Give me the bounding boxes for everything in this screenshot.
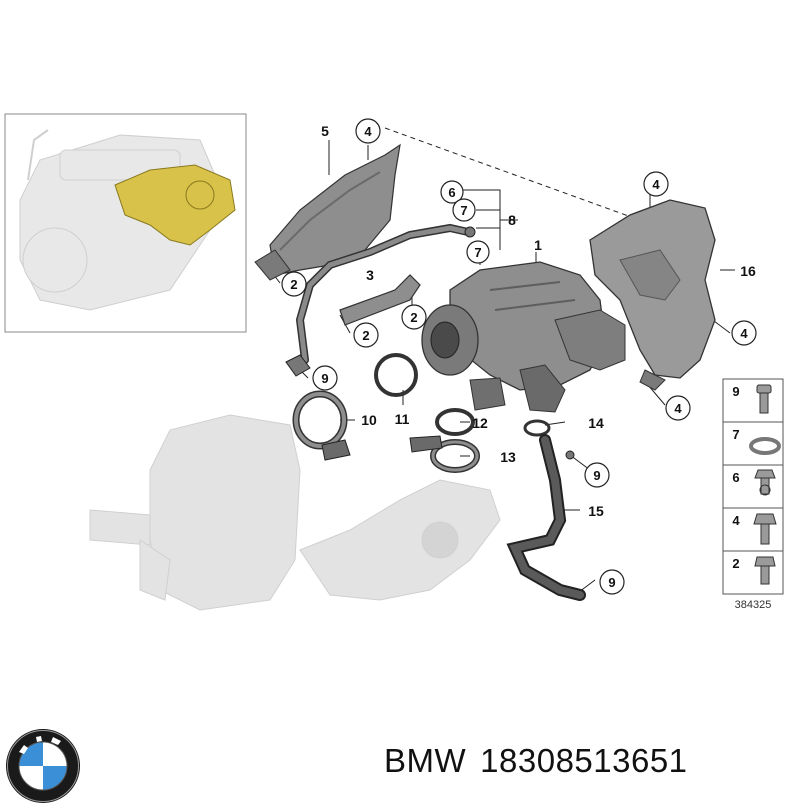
heat-shield-16	[589, 199, 716, 391]
callout-4-right-top: 4	[643, 171, 669, 197]
callout-2-bracket: 2	[353, 322, 379, 348]
callout-4-top: 4	[355, 118, 381, 144]
label-13: 13	[500, 449, 516, 465]
part-number: 18308513651	[480, 742, 688, 779]
brand-name: BMW	[384, 742, 467, 779]
callout-7-upper: 7	[452, 198, 476, 222]
ghost-exhaust	[89, 414, 501, 611]
svg-text:6: 6	[448, 185, 455, 200]
svg-text:9: 9	[732, 384, 739, 399]
clamp-10	[292, 390, 351, 461]
svg-text:7: 7	[460, 203, 467, 218]
label-12: 12	[472, 415, 488, 431]
gasket-12	[435, 408, 475, 436]
label-11: 11	[395, 411, 410, 427]
callout-7-lower: 7	[466, 240, 490, 264]
heat-shield-5	[254, 143, 401, 281]
label-1: 1	[534, 237, 542, 253]
svg-text:4: 4	[364, 124, 372, 139]
callout-4-right-low: 4	[665, 395, 691, 421]
number-labels: 5 8 1 3 16 10 11 12 14 13 15	[321, 123, 756, 519]
svg-text:2: 2	[732, 556, 739, 571]
engine-overview-inset	[4, 113, 247, 333]
svg-text:4: 4	[732, 513, 740, 528]
gasket-14	[523, 419, 551, 437]
label-15: 15	[588, 503, 604, 519]
fastener-legend: 9 7 6 4 2 384325	[722, 378, 784, 611]
legend-item-4: 4	[732, 513, 777, 545]
callout-2-bracket-right: 2	[401, 304, 427, 330]
label-16: 16	[740, 263, 756, 279]
turbocharger-1	[421, 261, 626, 413]
bracket-3	[339, 274, 421, 326]
label-10: 10	[361, 412, 377, 428]
svg-text:2: 2	[290, 277, 297, 292]
svg-text:7: 7	[732, 427, 739, 442]
highlighted-turbo	[114, 164, 236, 246]
svg-text:4: 4	[674, 401, 682, 416]
svg-text:4: 4	[652, 177, 660, 192]
gasket-11	[374, 353, 418, 397]
legend-item-7: 7	[732, 427, 781, 455]
svg-text:4: 4	[740, 326, 748, 341]
svg-text:9: 9	[608, 575, 615, 590]
label-3: 3	[366, 267, 374, 283]
diagram-reference-number: 384325	[735, 599, 772, 611]
label-14: 14	[588, 415, 604, 431]
callout-9-pipe: 9	[312, 365, 338, 391]
svg-text:9: 9	[593, 468, 600, 483]
part-caption: BMW 18308513651	[384, 742, 702, 780]
bmw-logo	[6, 729, 80, 803]
svg-text:2: 2	[362, 328, 369, 343]
svg-text:2: 2	[410, 310, 417, 325]
svg-text:6: 6	[732, 470, 739, 485]
callouts: 4 4 4 4 6 7 7 2 2 2 9 9 9	[281, 118, 757, 595]
label-8: 8	[508, 212, 516, 228]
svg-text:7: 7	[474, 245, 481, 260]
legend-item-9: 9	[732, 384, 772, 414]
callout-9-return: 9	[584, 462, 610, 488]
clamp-13	[409, 435, 480, 473]
callout-2-shield: 2	[281, 271, 307, 297]
callout-6: 6	[440, 180, 464, 204]
callout-9-bottom: 9	[599, 569, 625, 595]
svg-text:9: 9	[321, 371, 328, 386]
label-5: 5	[321, 123, 329, 139]
legend-item-2: 2	[732, 556, 776, 585]
callout-4-right-mid: 4	[731, 320, 757, 346]
legend-item-6: 6	[732, 469, 776, 496]
